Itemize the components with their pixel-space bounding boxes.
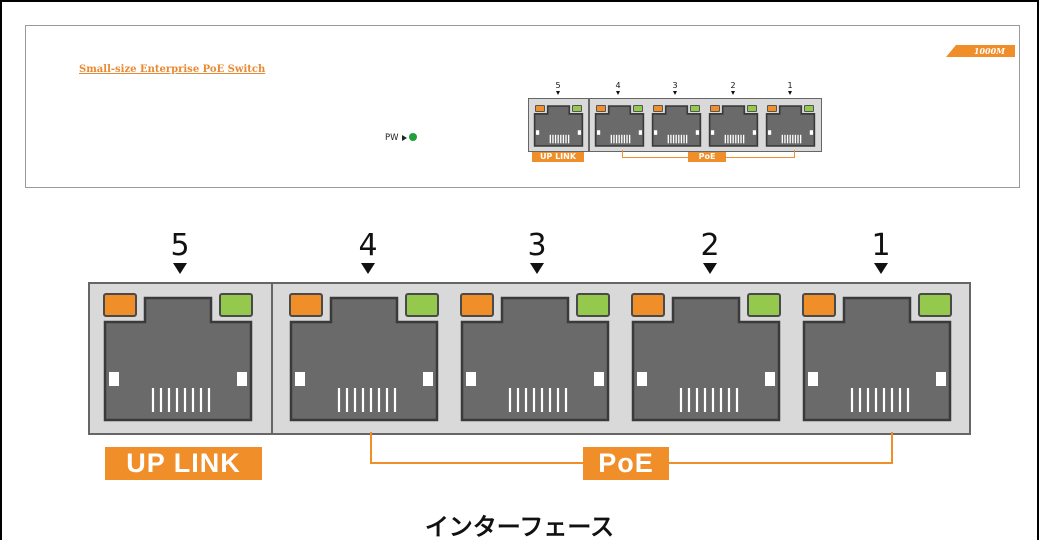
port-number-4: 4 — [358, 228, 378, 263]
activity-led-icon — [103, 293, 137, 317]
small-port-number-4: 4 — [615, 81, 621, 90]
port-number-3: 3 — [527, 228, 547, 263]
rj45-jack-icon — [460, 296, 610, 422]
small-port-arrow-icon — [731, 91, 735, 95]
small-port-2 — [707, 102, 760, 148]
small-link-led-icon — [633, 105, 643, 112]
port-number-1: 1 — [871, 228, 891, 263]
activity-led-icon — [460, 293, 494, 317]
link-led-icon — [747, 293, 781, 317]
rj45-jack-icon — [802, 296, 952, 422]
small-link-led-icon — [572, 105, 582, 112]
small-port-1 — [764, 102, 817, 148]
small-rj45-jack-icon — [651, 105, 702, 147]
poe-label: PoE — [583, 447, 669, 480]
small-activity-led-icon — [596, 105, 606, 112]
speed-badge: 1000M — [946, 45, 1015, 57]
figure-caption: インターフェース — [424, 513, 615, 541]
link-led-icon — [576, 293, 610, 317]
small-activity-led-icon — [653, 105, 663, 112]
small-port-arrow-icon — [556, 91, 560, 95]
link-led-icon — [918, 293, 952, 317]
small-activity-led-icon — [767, 105, 777, 112]
port-3 — [454, 286, 616, 426]
small-rj45-jack-icon — [533, 105, 584, 147]
small-poe-label: PoE — [688, 152, 726, 162]
small-link-led-icon — [690, 105, 700, 112]
switch-front-panel — [25, 25, 1020, 188]
power-led-icon — [409, 133, 417, 141]
small-port-5 — [532, 102, 585, 148]
port-arrow-icon — [361, 263, 375, 274]
small-rj45-jack-icon — [765, 105, 816, 147]
small-port-number-5: 5 — [555, 81, 561, 90]
rj45-jack-icon — [631, 296, 781, 422]
uplink-label: UP LINK — [105, 447, 262, 480]
link-led-icon — [405, 293, 439, 317]
small-port-number-2: 2 — [730, 81, 736, 90]
small-activity-led-icon — [535, 105, 545, 112]
rj45-jack-icon — [103, 296, 253, 422]
port-4 — [283, 286, 445, 426]
small-port-4 — [593, 102, 646, 148]
model-title: Small-size Enterprise PoE Switch — [79, 64, 266, 75]
activity-led-icon — [631, 293, 665, 317]
small-port-arrow-icon — [788, 91, 792, 95]
port-arrow-icon — [874, 263, 888, 274]
port-1 — [796, 286, 958, 426]
small-uplink-label: UP LINK — [532, 152, 584, 162]
small-activity-led-icon — [710, 105, 720, 112]
port-arrow-icon — [173, 263, 187, 274]
port-number-5: 5 — [170, 228, 190, 263]
activity-led-icon — [289, 293, 323, 317]
small-port-number-3: 3 — [672, 81, 678, 90]
port-5 — [97, 286, 259, 426]
small-link-led-icon — [804, 105, 814, 112]
small-link-led-icon — [747, 105, 757, 112]
small-rj45-jack-icon — [708, 105, 759, 147]
power-label: PW — [385, 133, 399, 143]
port-2 — [625, 286, 787, 426]
port-number-2: 2 — [700, 228, 720, 263]
small-port-arrow-icon — [616, 91, 620, 95]
activity-led-icon — [802, 293, 836, 317]
small-port-3 — [650, 102, 703, 148]
small-rj45-jack-icon — [594, 105, 645, 147]
port-arrow-icon — [530, 263, 544, 274]
rj45-jack-icon — [289, 296, 439, 422]
small-port-arrow-icon — [673, 91, 677, 95]
power-arrow-icon — [402, 135, 407, 141]
link-led-icon — [219, 293, 253, 317]
small-port-number-1: 1 — [787, 81, 793, 90]
port-arrow-icon — [703, 263, 717, 274]
